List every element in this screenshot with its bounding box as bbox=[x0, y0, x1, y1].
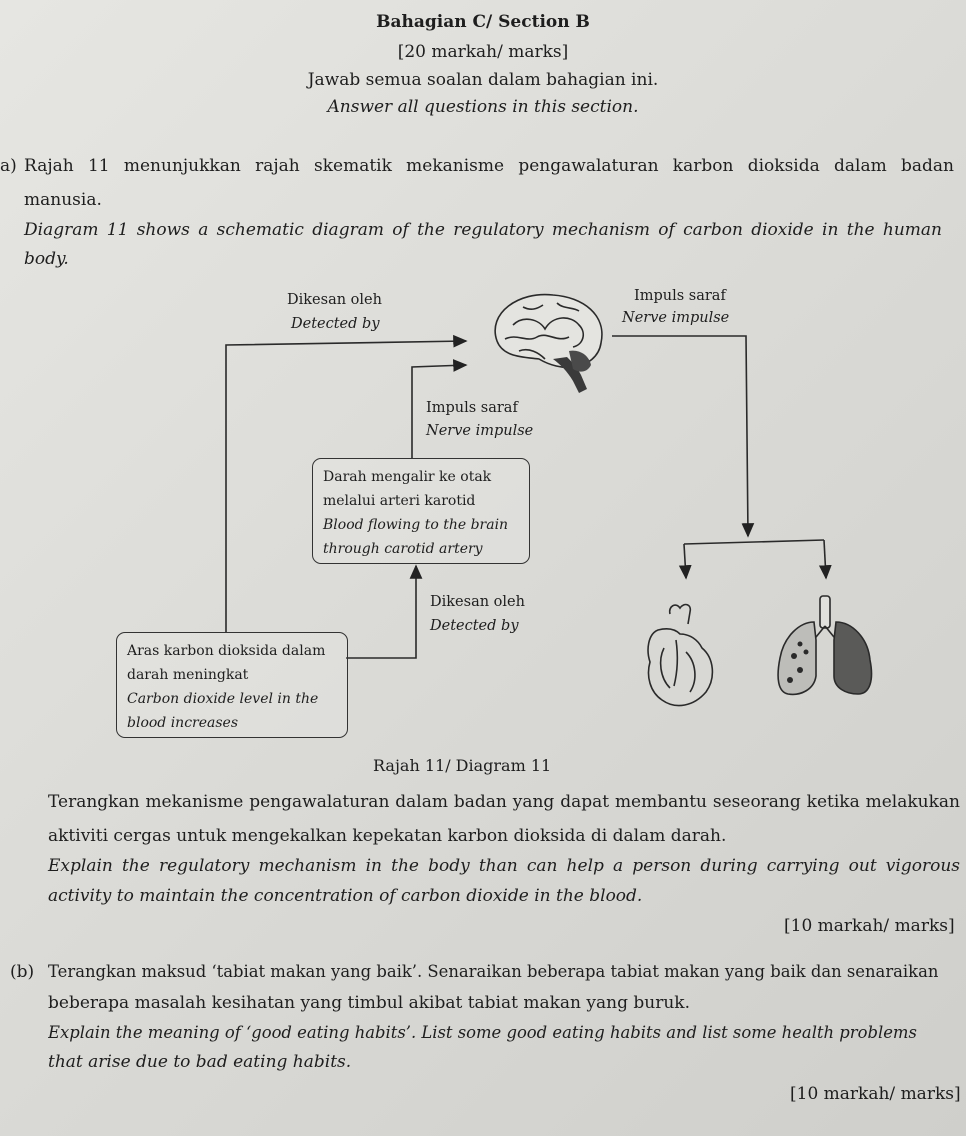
question-a-intro-en-1: Diagram 11 shows a schematic diagram of … bbox=[24, 220, 942, 240]
question-a-intro-ms-1: Rajah 11 menunjukkan rajah skematik meka… bbox=[24, 156, 954, 176]
section-title: Bahagian C/ Section B bbox=[376, 12, 590, 32]
nerve-right-ms: Impuls saraf bbox=[634, 288, 726, 304]
question-a-intro-en-2: body. bbox=[24, 249, 69, 269]
question-b-ms-1: Terangkan maksud ‘tabiat makan yang baik… bbox=[48, 962, 939, 981]
section-marks: [20 markah/ marks] bbox=[397, 42, 569, 62]
blood-flow-box: Darah mengalir ke otak melalui arteri ka… bbox=[312, 458, 530, 564]
task-en-1: Explain the regulatory mechanism in the … bbox=[48, 856, 960, 876]
blood-box-en-2: through carotid artery bbox=[323, 541, 483, 557]
detected-bottom-en: Detected by bbox=[430, 618, 519, 634]
question-a-label: a) bbox=[0, 156, 17, 176]
diagram-connectors bbox=[225, 334, 832, 659]
blood-box-ms-2: melalui arteri karotid bbox=[323, 493, 476, 509]
lungs-icon bbox=[777, 595, 873, 696]
heart-icon bbox=[647, 603, 714, 707]
detected-top-ms: Dikesan oleh bbox=[287, 292, 382, 308]
question-b-ms-2: beberapa masalah kesihatan yang timbul a… bbox=[48, 993, 690, 1013]
instruction-en: Answer all questions in this section. bbox=[327, 97, 639, 117]
task-ms-1: Terangkan mekanisme pengawalaturan dalam… bbox=[48, 792, 960, 812]
task-ms-2: aktiviti cergas untuk mengekalkan kepeka… bbox=[48, 826, 727, 846]
question-b-en-2: that arise due to bad eating habits. bbox=[48, 1052, 352, 1072]
nerve-right-en: Nerve impulse bbox=[622, 310, 730, 326]
nerve-mid-en: Nerve impulse bbox=[426, 423, 534, 439]
question-b-marks: [10 markah/ marks] bbox=[790, 1084, 961, 1104]
co2-level-box: Aras karbon dioksida dalam darah meningk… bbox=[116, 632, 348, 738]
question-b-label: (b) bbox=[10, 962, 35, 982]
co2-box-ms-1: Aras karbon dioksida dalam bbox=[127, 643, 326, 659]
question-a-marks: [10 markah/ marks] bbox=[784, 916, 955, 936]
blood-box-en-1: Blood flowing to the brain bbox=[323, 517, 509, 533]
co2-box-en-1: Carbon dioxide level in the bbox=[127, 691, 319, 707]
co2-box-en-2: blood increases bbox=[127, 715, 239, 731]
detected-top-en: Detected by bbox=[291, 316, 380, 332]
question-b-en-1: Explain the meaning of ‘good eating habi… bbox=[48, 1023, 917, 1042]
instruction-ms: Jawab semua soalan dalam bahagian ini. bbox=[307, 70, 659, 90]
detected-bottom-ms: Dikesan oleh bbox=[430, 594, 525, 610]
brain-icon bbox=[494, 293, 603, 393]
diagram-caption: Rajah 11/ Diagram 11 bbox=[373, 756, 552, 775]
blood-box-ms-1: Darah mengalir ke otak bbox=[323, 469, 492, 485]
question-a-intro-ms-2: manusia. bbox=[24, 190, 102, 210]
nerve-mid-ms: Impuls saraf bbox=[426, 400, 518, 416]
co2-box-ms-2: darah meningkat bbox=[127, 667, 249, 683]
task-en-2: activity to maintain the concentration o… bbox=[48, 886, 643, 906]
